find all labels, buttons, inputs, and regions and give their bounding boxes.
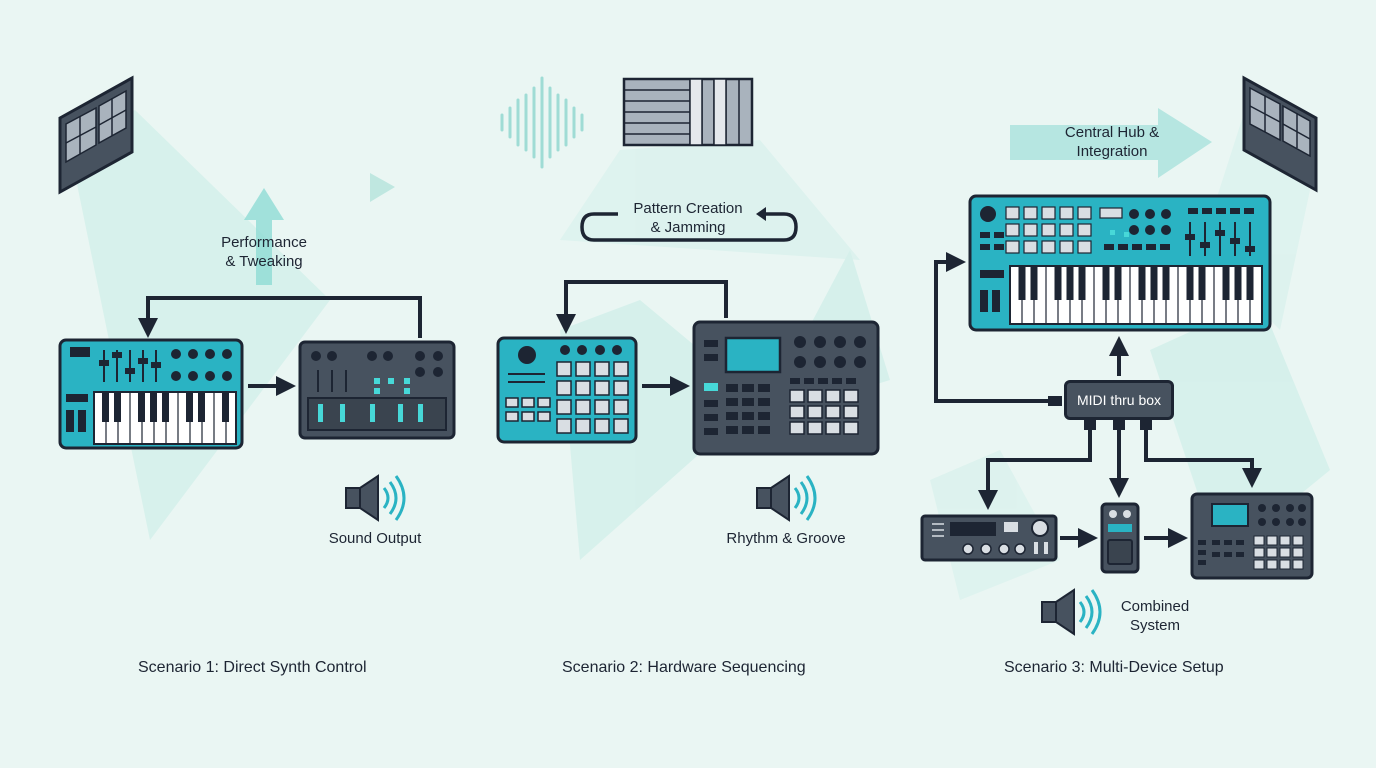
pad-controller-icon: [496, 336, 638, 444]
keyboard-icon: [968, 194, 1272, 332]
midi-cable-arrow-icon: [978, 428, 1092, 510]
loop-arrowhead-icon: [756, 207, 766, 221]
grid-panel-icon: [58, 75, 134, 195]
midi-return-arrow-icon: [138, 296, 422, 338]
drum-machine-icon: [692, 320, 880, 456]
scenario-2-caption: Scenario 2: Hardware Sequencing: [562, 659, 806, 676]
speaker-icon: [1041, 588, 1102, 636]
sound-wave-icon: [500, 76, 584, 169]
scenario-3-caption: Scenario 3: Multi-Device Setup: [1004, 659, 1224, 676]
rack-unit-icon: [920, 514, 1058, 562]
grid-panel-icon: [1242, 75, 1318, 193]
scenario-1-caption: Scenario 1: Direct Synth Control: [138, 659, 367, 676]
up-arrow-icon: [244, 188, 284, 285]
synth-module-icon: [298, 340, 456, 440]
integration-arrow-icon: [1010, 108, 1212, 178]
rhythm-label: Rhythm & Groove: [726, 530, 846, 547]
drum-machine-icon: [1190, 492, 1314, 580]
effects-pedal-icon: [1100, 502, 1140, 574]
speaker-icon: [345, 474, 406, 522]
grid-panel-icon: [622, 77, 754, 147]
sound-output-label: Sound Output: [328, 530, 422, 547]
midi-return-arrow-icon: [556, 280, 728, 334]
midi-plugs: [1048, 396, 1152, 430]
performance-label: Performance& Tweaking: [221, 234, 307, 270]
midi-cable-arrow-icon: [1144, 428, 1262, 488]
small-triangle-icon: [370, 173, 395, 202]
midi-cable-arrow-icon: [934, 252, 1050, 403]
pattern-label: Pattern Creation& Jamming: [633, 200, 743, 236]
central-hub-label: Central Hub &Integration: [1064, 124, 1160, 160]
keyboard-icon: [58, 338, 244, 450]
loop-arrow-icon: [580, 212, 798, 242]
speaker-icon: [756, 474, 817, 522]
midi-thru-box: MIDI thru box: [1064, 380, 1174, 420]
